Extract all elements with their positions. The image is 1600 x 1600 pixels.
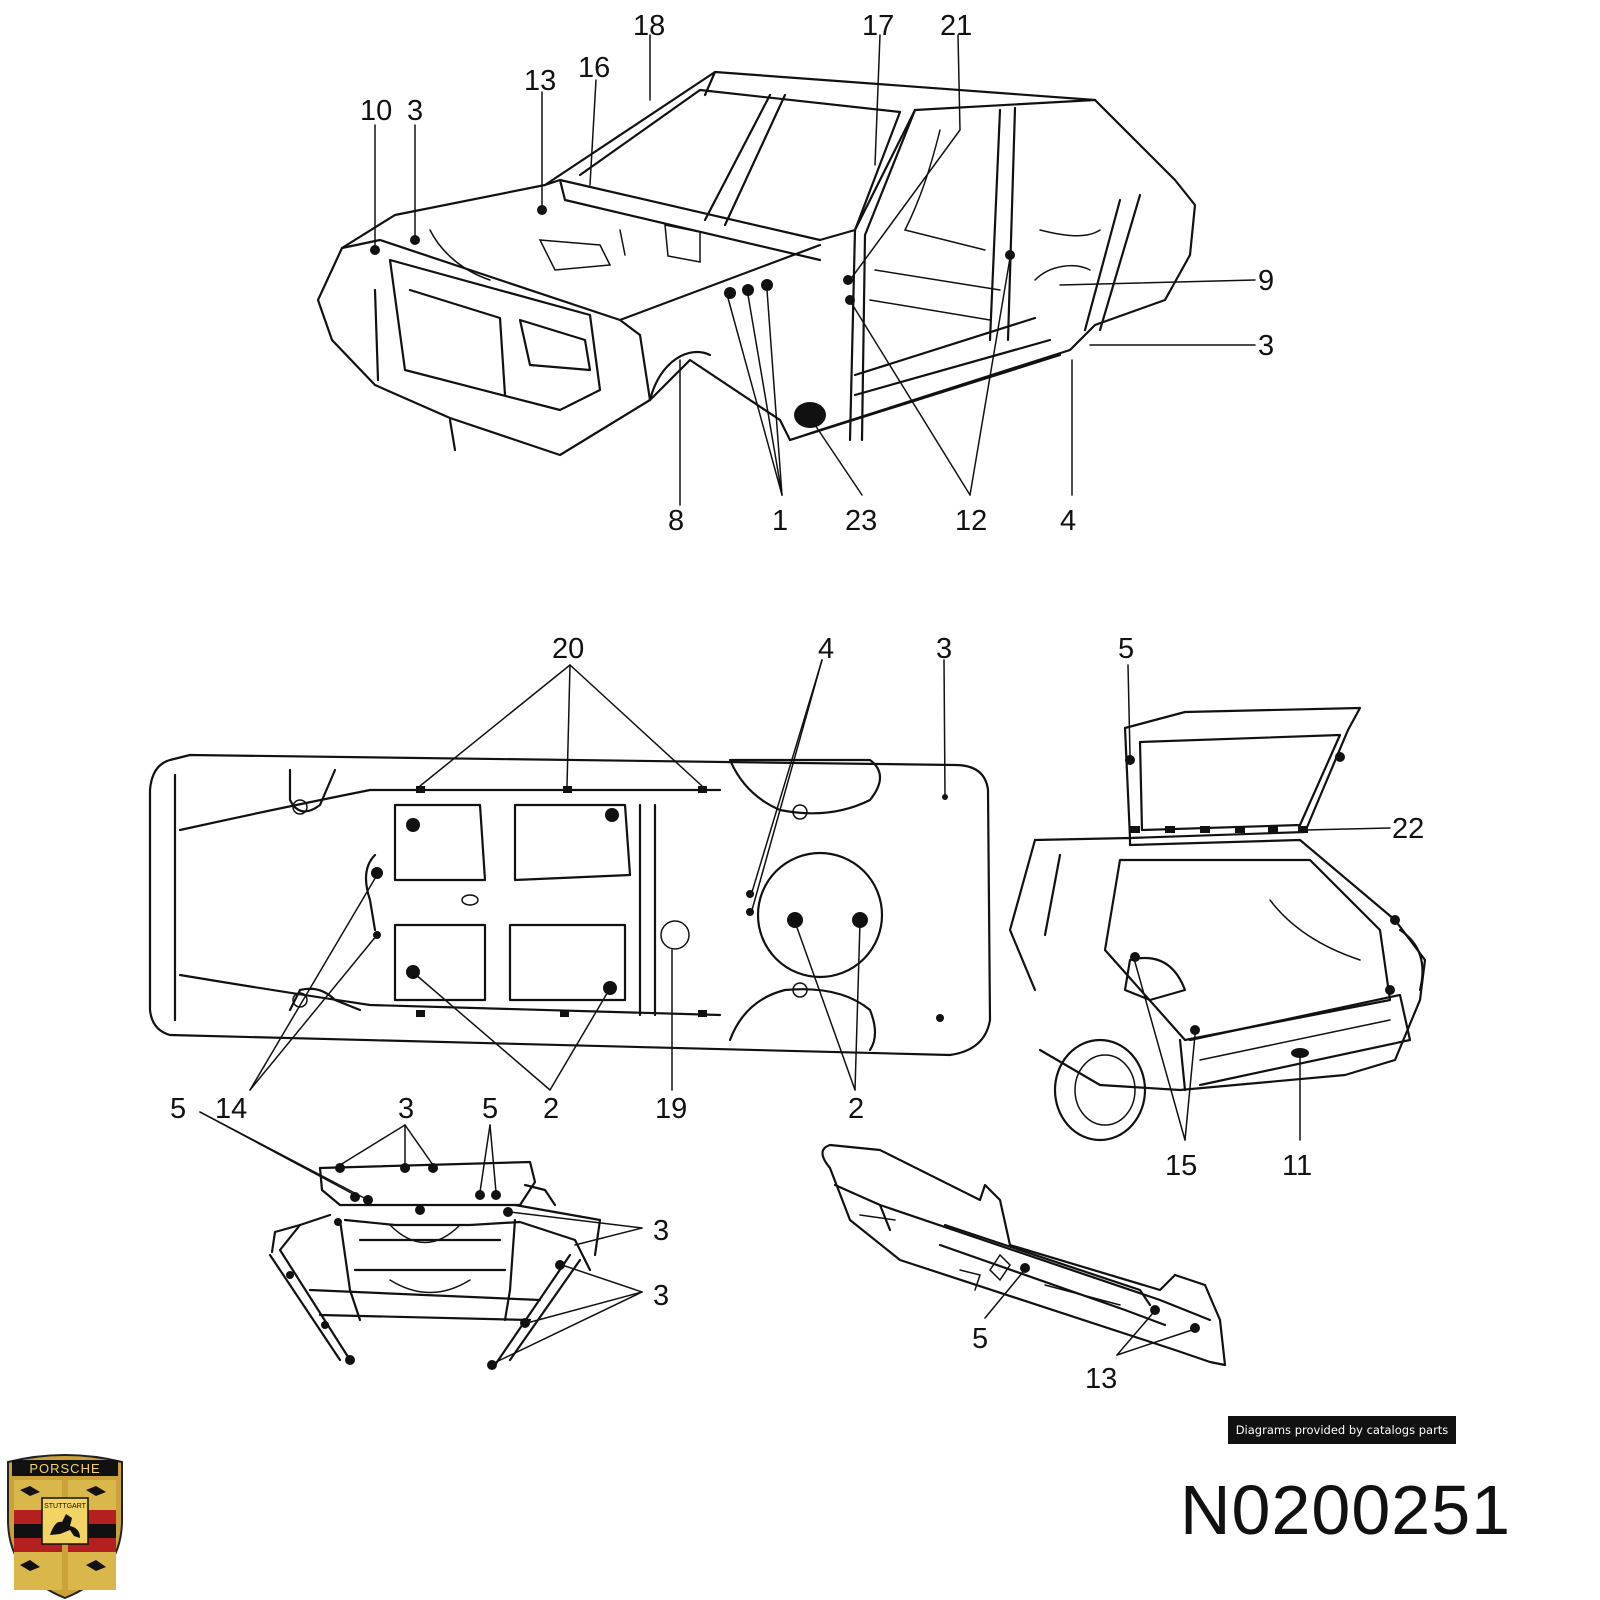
callout-13: 13 xyxy=(524,65,556,97)
callout-21: 21 xyxy=(940,10,972,42)
front-structure-view: 5 3 5 3 3 xyxy=(170,1093,669,1370)
callout-19: 19 xyxy=(655,1093,687,1125)
callout-5-rear: 5 xyxy=(1118,633,1134,665)
callout-2-right: 2 xyxy=(848,1093,864,1125)
callout-8: 8 xyxy=(668,505,684,537)
credit-badge: Diagrams provided by catalogs parts xyxy=(1228,1416,1456,1444)
callout-5-front-center: 5 xyxy=(482,1093,498,1125)
callout-10: 10 xyxy=(360,95,392,127)
callout-12: 12 xyxy=(955,505,987,537)
callout-20: 20 xyxy=(552,633,584,665)
floor-pan-view: 20 4 3 14 2 19 2 xyxy=(148,633,992,1125)
callout-18: 18 xyxy=(633,10,665,42)
callout-3-front-top: 3 xyxy=(398,1093,414,1125)
callout-9: 9 xyxy=(1258,265,1274,297)
callout-17: 17 xyxy=(862,10,894,42)
callout-3-right: 3 xyxy=(1258,330,1274,362)
callout-15: 15 xyxy=(1165,1150,1197,1182)
callout-16: 16 xyxy=(578,52,610,84)
callout-23: 23 xyxy=(845,505,877,537)
callout-5-front-left: 5 xyxy=(170,1093,186,1125)
callout-13-panel: 13 xyxy=(1085,1363,1117,1395)
callout-5-panel: 5 xyxy=(972,1323,988,1355)
callout-3-front-upper-right: 3 xyxy=(653,1215,669,1247)
callout-3-floor: 3 xyxy=(936,633,952,665)
body-shell-view: 18 17 21 13 16 10 3 9 3 8 1 23 12 4 xyxy=(316,10,1274,537)
callout-3-front-lower-right: 3 xyxy=(653,1280,669,1312)
porsche-crest-logo: PORSCHE STUTTGART xyxy=(7,1454,123,1600)
callout-4: 4 xyxy=(1060,505,1076,537)
callout-14: 14 xyxy=(215,1093,247,1125)
part-number: N0200251 xyxy=(1180,1471,1512,1549)
rear-panel-view: 5 13 xyxy=(821,1143,1227,1395)
svg-text:PORSCHE: PORSCHE xyxy=(29,1461,100,1476)
callout-22: 22 xyxy=(1392,813,1424,845)
callout-11: 11 xyxy=(1282,1150,1312,1182)
callout-2-left: 2 xyxy=(543,1093,559,1125)
callout-3: 3 xyxy=(407,95,423,127)
callout-1: 1 xyxy=(772,505,788,537)
svg-text:STUTTGART: STUTTGART xyxy=(44,1503,87,1510)
rear-hatch-view: 5 22 15 11 xyxy=(1008,633,1427,1182)
callout-4-floor: 4 xyxy=(818,633,834,665)
